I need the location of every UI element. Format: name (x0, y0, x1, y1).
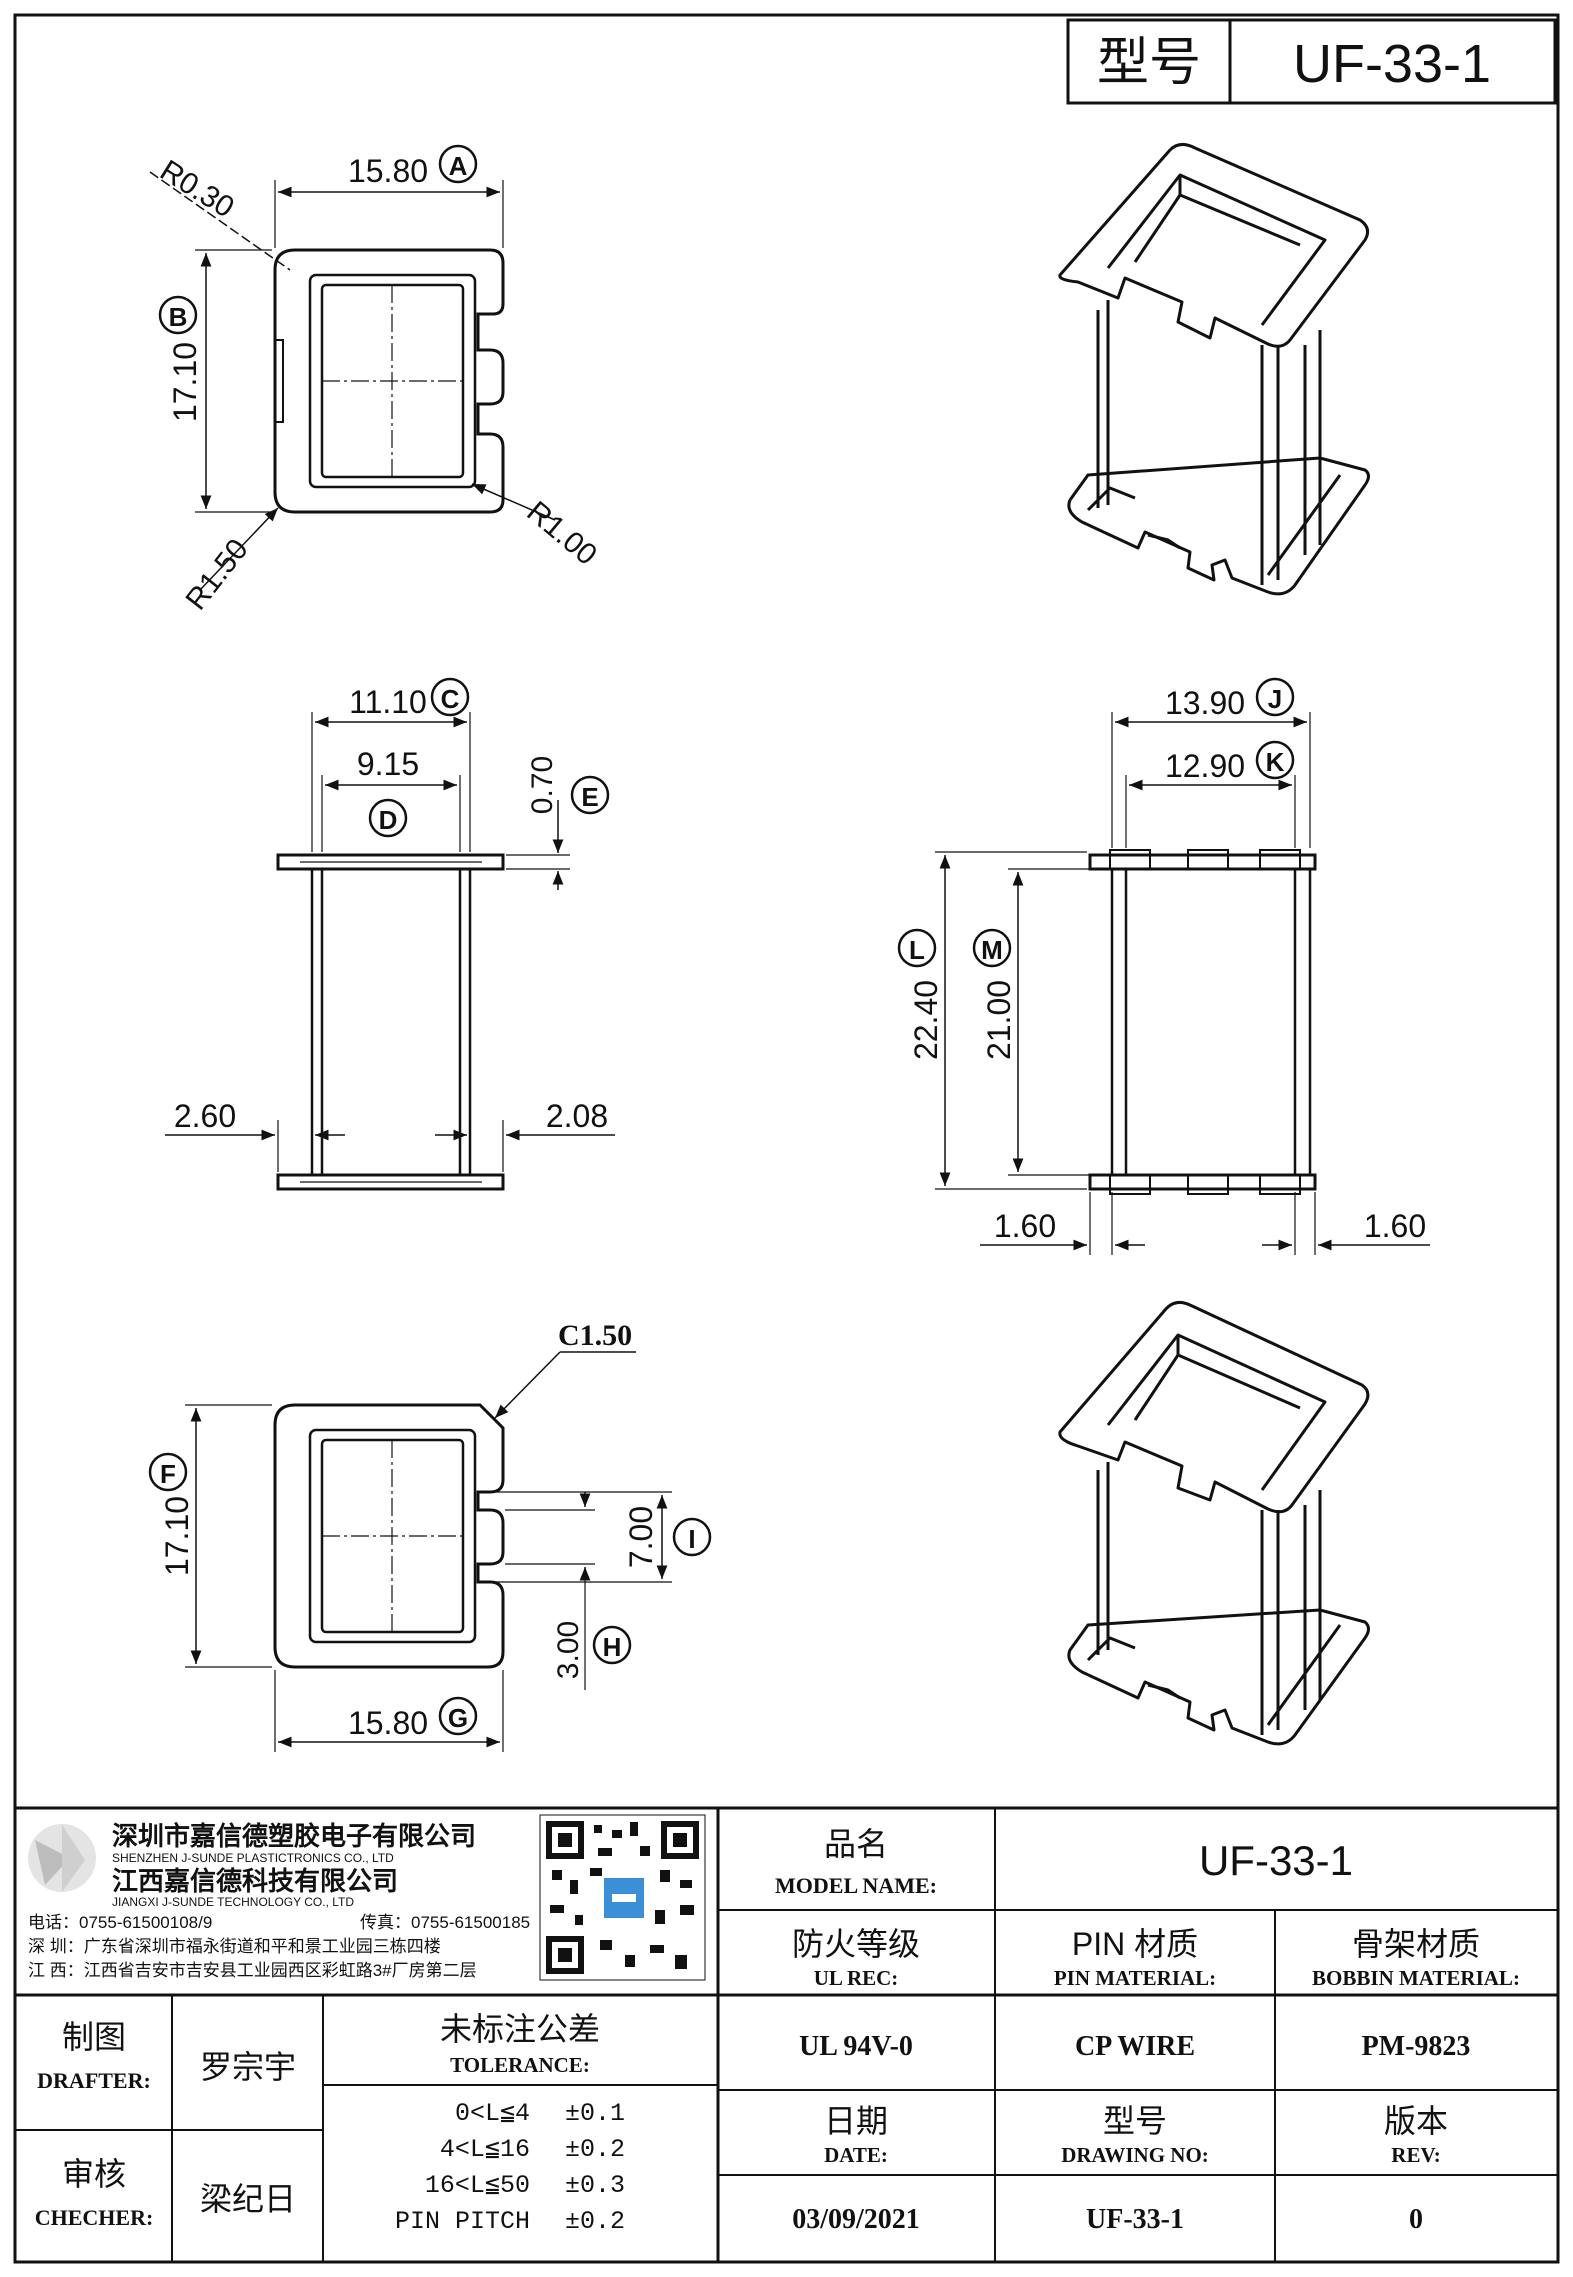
header-model-value: UF-33-1 (1293, 34, 1491, 94)
checker-name: 梁纪日 (200, 2181, 296, 2217)
top-height-dim: 17.10 (167, 342, 203, 422)
bottom-height-dim: 17.10 (159, 1496, 195, 1576)
front-left-wall: 2.60 (174, 1098, 236, 1134)
isometric-view-bottom (1058, 1300, 1370, 1746)
side-outer-dim: 13.90 (1165, 685, 1245, 721)
top-width-dim: 15.80 (348, 153, 428, 189)
drawing-no-value: UF-33-1 (1086, 2204, 1184, 2235)
date-cn: 日期 (824, 2103, 888, 2139)
pin-material-cn: PIN 材质 (1072, 1926, 1198, 1962)
tolerance-cn: 未标注公差 (440, 2011, 600, 2047)
bobbin-material-cn: 骨架材质 (1352, 1926, 1480, 1962)
tol-row-value: ±0.1 (565, 2099, 625, 2128)
date-en: DATE: (824, 2143, 888, 2167)
model-name-en: MODEL NAME: (775, 1873, 937, 1898)
company-en-1: SHENZHEN J-SUNDE PLASTICTRONICS CO., LTD (112, 1851, 394, 1865)
ul-value: UL 94V-0 (799, 2031, 913, 2062)
bottom-pitch: 3.00 (552, 1621, 585, 1679)
top-height-tag: B (169, 302, 188, 332)
drawing-no-en: DRAWING NO: (1061, 2143, 1209, 2167)
company-cn-1: 深圳市嘉信德塑胶电子有限公司 (112, 1821, 476, 1851)
company-logo (28, 1824, 96, 1892)
tol-row-value: ±0.3 (565, 2171, 625, 2200)
checker-en: CHECHER: (35, 2205, 154, 2230)
rev-value: 0 (1409, 2204, 1423, 2235)
bobbin-value: PM-9823 (1362, 2031, 1471, 2062)
address-jiangxi: 江 西：江西省吉安市吉安县工业园西区彩虹路3#厂房第二层 (28, 1961, 477, 1980)
radius-bl: R1.50 (180, 533, 255, 616)
tol-row-range: 0<L≦4 (455, 2099, 530, 2128)
address-shenzhen: 深 圳：广东省深圳市福永街道和平和景工业园三栋四楼 (28, 1937, 441, 1956)
tol-row-range: 16<L≦50 (425, 2171, 530, 2200)
bottom-width-tag: G (448, 1703, 468, 1733)
top-width-tag: A (449, 151, 468, 181)
company-en-2: JIANGXI J-SUNDE TECHNOLOGY CO., LTD (112, 1895, 354, 1909)
company-fax: 传真：0755-61500185 (360, 1913, 530, 1932)
isometric-view-top (1058, 143, 1370, 596)
header-model-box: 型号 UF-33-1 (1066, 18, 1557, 105)
bottom-slot-span: 7.00 (623, 1506, 659, 1568)
top-view: 15.80 A 17.10 B R0.30 R1.50 R1.00 (149, 144, 604, 616)
rev-en: REV: (1391, 2143, 1440, 2167)
bottom-slot-tag: I (688, 1524, 695, 1554)
side-total-tag: L (909, 935, 925, 965)
front-inner-tag: D (379, 805, 398, 835)
model-name-cn: 品名 (824, 1826, 888, 1862)
front-outer-tag: C (441, 684, 460, 714)
tol-row-range: PIN PITCH (395, 2207, 530, 2236)
drafter-en: DRAFTER: (37, 2068, 151, 2093)
sheet-border (13, 13, 1560, 2264)
tolerance-en: TOLERANCE: (450, 2053, 590, 2077)
side-right-flange: 1.60 (1364, 1208, 1426, 1244)
model-name-value: UF-33-1 (1199, 1837, 1353, 1884)
company-cn-2: 江西嘉信德科技有限公司 (112, 1866, 398, 1896)
front-inner-dim: 9.15 (357, 746, 419, 782)
drafter-name: 罗宗宇 (200, 2049, 296, 2085)
side-total-height: 22.40 (908, 980, 944, 1060)
front-right-wall: 2.08 (546, 1098, 608, 1134)
qr-code (539, 1814, 706, 1981)
front-outer-dim: 11.10 (349, 684, 427, 720)
pin-material-en: PIN MATERIAL: (1054, 1966, 1216, 1990)
side-outer-tag: J (1268, 684, 1282, 714)
bottom-chamfer: C1.50 (558, 1319, 632, 1352)
drawing-no-cn: 型号 (1103, 2103, 1167, 2139)
drafter-cn: 制图 (62, 2019, 126, 2055)
company-phone: 电话：0755-61500108/9 (28, 1913, 212, 1932)
bobbin-material-en: BOBBIN MATERIAL: (1312, 1966, 1520, 1990)
side-left-flange: 1.60 (994, 1208, 1056, 1244)
side-inner-dim: 12.90 (1165, 748, 1245, 784)
front-flange-thk: 0.70 (526, 756, 559, 814)
tol-row-value: ±0.2 (565, 2207, 625, 2236)
header-model-label: 型号 (1097, 34, 1201, 92)
radius-tl: R0.30 (154, 154, 239, 224)
checker-cn: 审核 (62, 2156, 126, 2192)
side-view: 13.90 J 12.90 K 22.40 L 21.00 M 1.60 1. (897, 677, 1430, 1255)
radius-br: R1.00 (521, 495, 604, 572)
front-view: 11.10 C 9.15 D 0.70 E 2.60 2.08 (165, 677, 615, 1191)
side-inner-height-tag: M (981, 935, 1003, 965)
tol-row-value: ±0.2 (565, 2135, 625, 2164)
bottom-pitch-tag: H (603, 1632, 622, 1662)
tol-row-range: 4<L≦16 (440, 2135, 530, 2164)
date-value: 03/09/2021 (792, 2204, 920, 2235)
side-inner-height: 21.00 (981, 980, 1017, 1060)
ul-rec-en: UL REC: (814, 1966, 899, 1990)
side-inner-tag: K (1266, 747, 1285, 777)
pin-value: CP WIRE (1075, 2031, 1195, 2062)
bottom-height-tag: F (160, 1459, 176, 1489)
rev-cn: 版本 (1384, 2103, 1448, 2139)
bottom-view: C1.50 17.10 F 15.80 G 7.00 I 3.00 H (148, 1319, 712, 1752)
title-block: 深圳市嘉信德塑胶电子有限公司 SHENZHEN J-SUNDE PLASTICT… (13, 1806, 1560, 2264)
ul-rec-cn: 防火等级 (792, 1926, 920, 1962)
bottom-width-dim: 15.80 (348, 1705, 428, 1741)
front-flange-tag: E (581, 782, 598, 812)
